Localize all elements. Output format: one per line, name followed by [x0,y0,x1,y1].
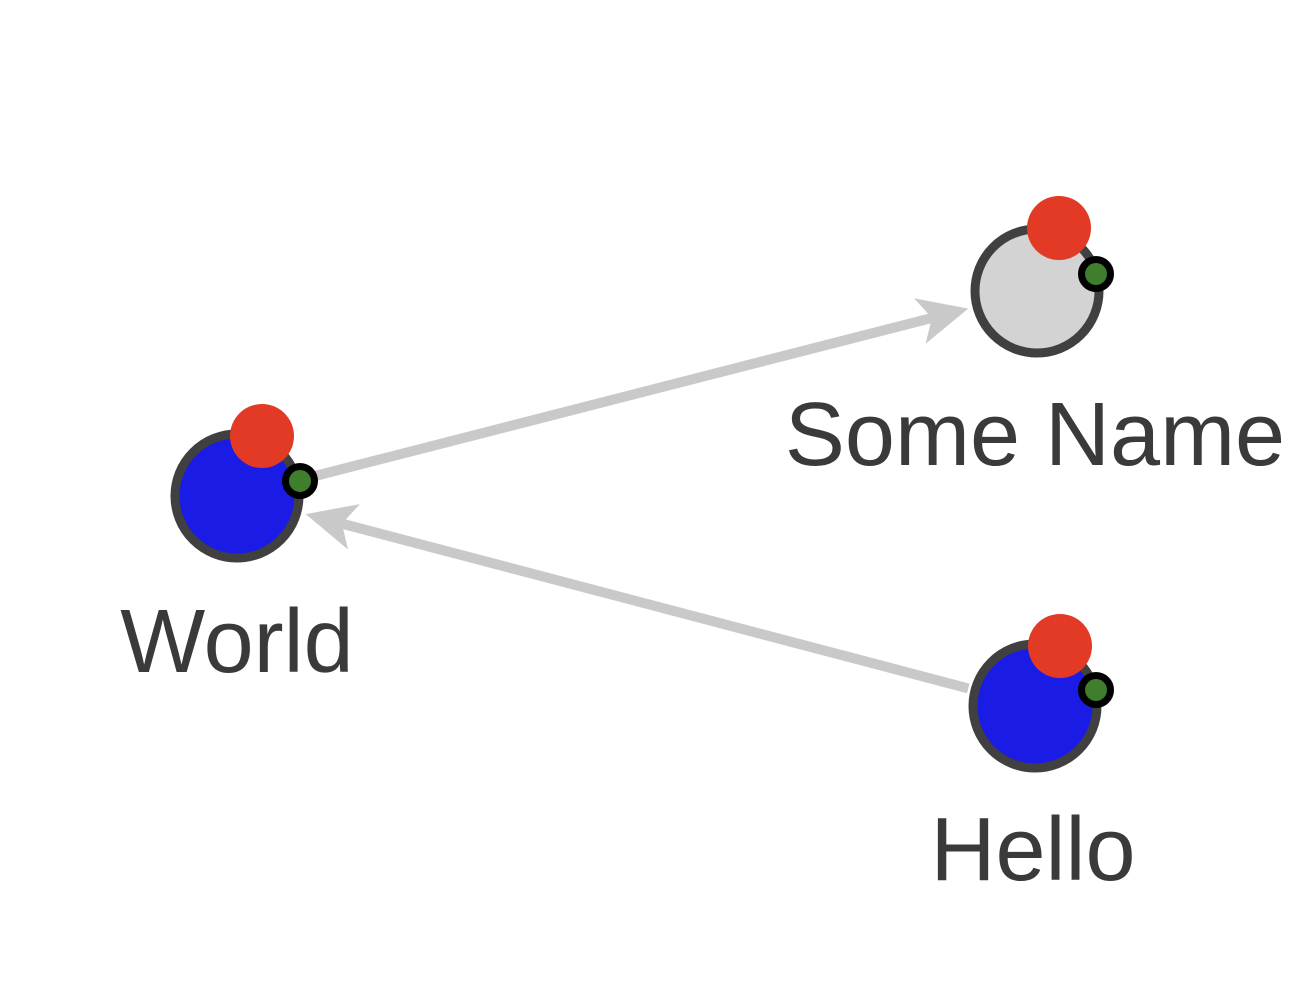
edges-layer [302,298,970,694]
node-some-name[interactable] [970,196,1114,358]
status-dot [1078,672,1114,708]
edge-line[interactable] [302,313,934,484]
alert-badge [1027,196,1091,260]
status-dot [1078,256,1114,292]
node-hello[interactable] [968,614,1114,773]
alert-badge [1028,614,1092,678]
node-world[interactable] [170,404,318,563]
arrowhead-icon [913,298,969,344]
node-label-hello: Hello [930,800,1135,900]
node-label-world: World [120,592,353,692]
nodes-layer [170,196,1114,773]
arrowhead-icon [305,504,360,550]
alert-badge [230,404,294,468]
edge-hello-to-world[interactable] [305,504,970,694]
edge-line[interactable] [340,518,970,694]
status-dot [282,463,318,499]
edge-world-to-some-name[interactable] [302,298,969,484]
node-label-some-name: Some Name [785,385,1285,485]
